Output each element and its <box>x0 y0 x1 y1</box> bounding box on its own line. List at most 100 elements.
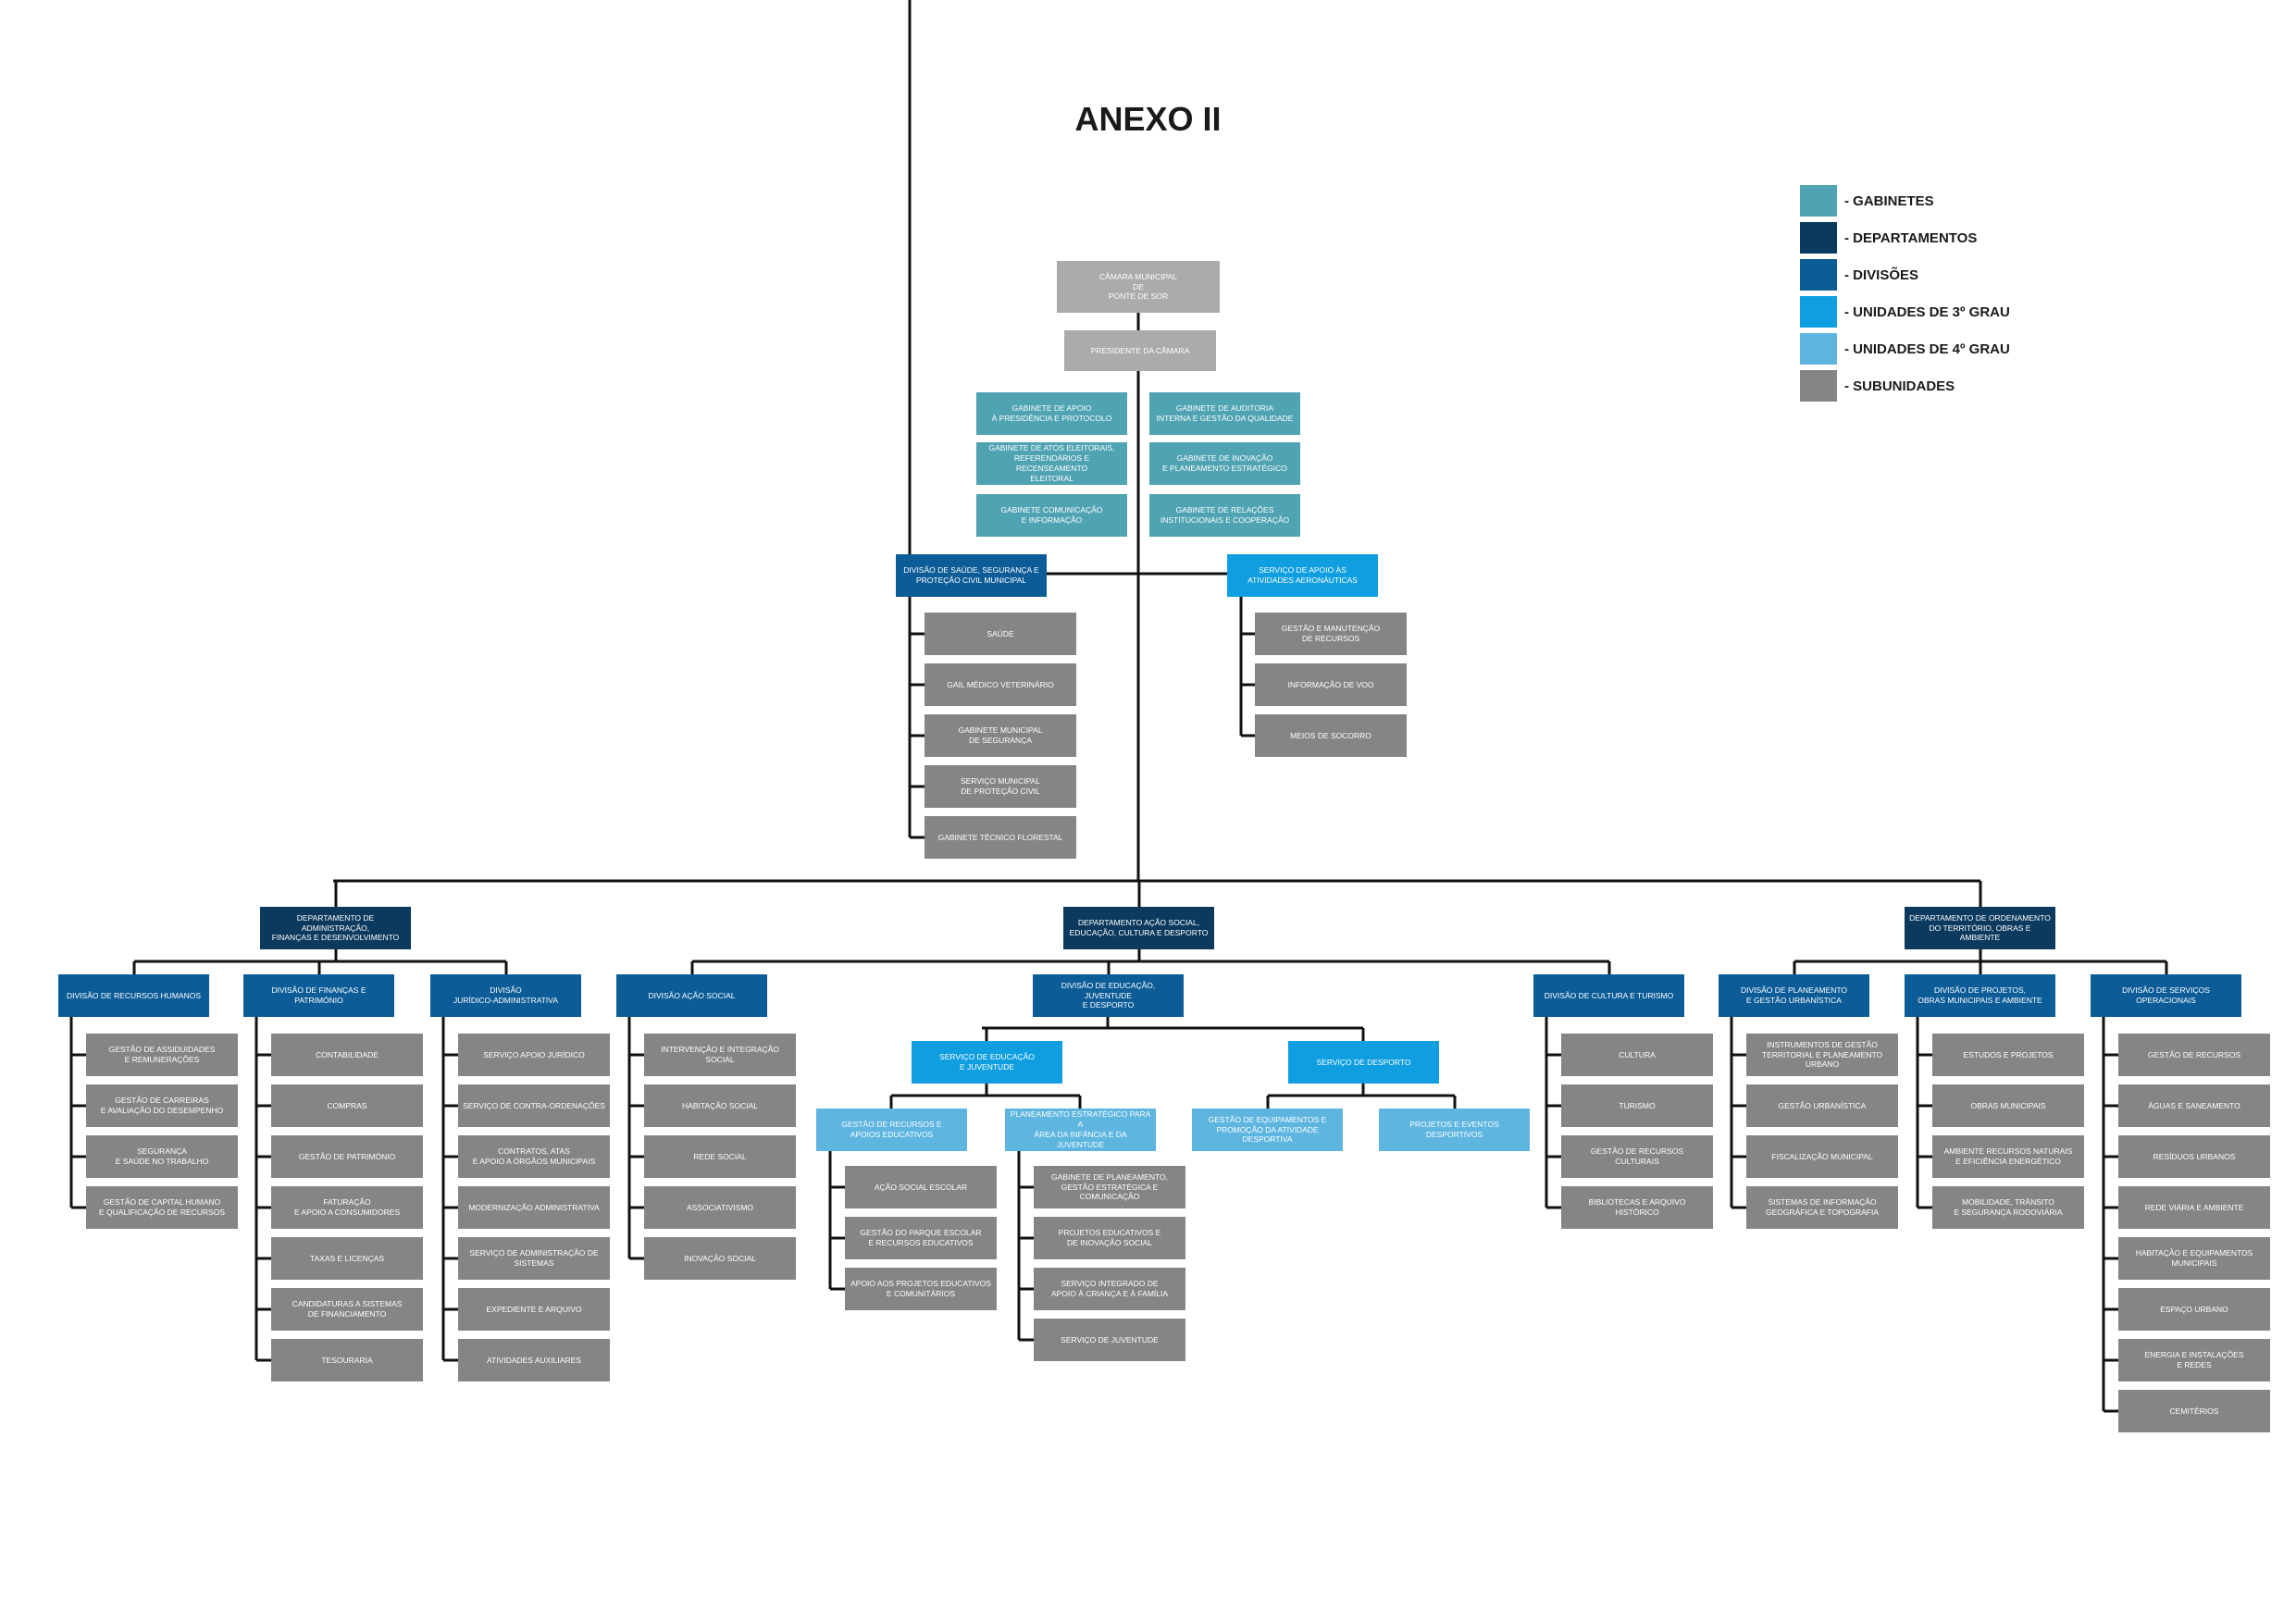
subunit-box: REDE SOCIAL <box>644 1135 796 1178</box>
subunit-box: GABINETE DE PLANEAMENTO, GESTÃO ESTRATÉG… <box>1034 1166 1185 1208</box>
legend-item: - GABINETES <box>1800 182 2010 219</box>
subunit-box: OBRAS MUNICIPAIS <box>1932 1084 2084 1127</box>
legend-label: - DEPARTAMENTOS <box>1844 229 1978 246</box>
subunit-box: FISCALIZAÇÃO MUNICIPAL <box>1746 1135 1898 1178</box>
subunit-box: GESTÃO DE ASSIDUIDADES E REMUNERAÇÕES <box>86 1034 238 1076</box>
subunit-box: AÇÃO SOCIAL ESCOLAR <box>845 1166 997 1208</box>
subunit-box: GESTÃO URBANÍSTICA <box>1746 1084 1898 1127</box>
legend-label: - UNIDADES DE 3º GRAU <box>1844 304 2010 320</box>
subunit-box: ESPAÇO URBANO <box>2118 1288 2270 1331</box>
legend: - GABINETES - DEPARTAMENTOS - DIVISÕES - UN… <box>1800 182 2010 404</box>
legend-item: - UNIDADES DE 3º GRAU <box>1800 293 2010 330</box>
division-box: DIVISÃO DE PROJETOS, OBRAS MUNICIPAIS E … <box>1905 974 2055 1017</box>
subunit-box: TURISMO <box>1561 1084 1713 1127</box>
subunit-box: GESTÃO DE CAPITAL HUMANO E QUALIFICAÇÃO … <box>86 1186 238 1229</box>
department-box: DEPARTAMENTO DE ORDENAMENTO DO TERRITÓRI… <box>1905 907 2055 949</box>
unit-3-box: SERVIÇO DE DESPORTO <box>1288 1041 1439 1084</box>
department-box: DEPARTAMENTO AÇÃO SOCIAL, EDUCAÇÃO, CULT… <box>1063 907 1214 949</box>
subunit-box: ATIVIDADES AUXILIARES <box>458 1339 610 1381</box>
subunit-box: FATURAÇÃO E APOIO A CONSUMIDORES <box>271 1186 423 1229</box>
subunit-box: GESTÃO DO PARQUE ESCOLAR E RECURSOS EDUC… <box>845 1217 997 1259</box>
subunit-box: RESÍDUOS URBANOS <box>2118 1135 2270 1178</box>
division-box: DIVISÃO DE SAÚDE, SEGURANÇA E PROTEÇÃO C… <box>896 554 1047 597</box>
subunit-box: CULTURA <box>1561 1034 1713 1076</box>
subunit-box: SERVIÇO DE ADMINISTRAÇÃO DE SISTEMAS <box>458 1237 610 1280</box>
subunit-box: CEMITÉRIOS <box>2118 1390 2270 1432</box>
division-box: DIVISÃO DE RECURSOS HUMANOS <box>58 974 209 1017</box>
subunit-box: INFORMAÇÃO DE VOO <box>1255 663 1407 706</box>
division-box: DIVISÃO DE FINANÇAS E PATRIMÓNIO <box>243 974 394 1017</box>
subunit-box: PROJETOS EDUCATIVOS E DE INOVAÇÃO SOCIAL <box>1034 1217 1185 1259</box>
subunit-box: SERVIÇO INTEGRADO DE APOIO À CRIANÇA E À… <box>1034 1268 1185 1310</box>
subunit-box: TAXAS E LICENÇAS <box>271 1237 423 1280</box>
subunit-box: GABINETE MUNICIPAL DE SEGURANÇA <box>925 714 1076 757</box>
subunit-box: CANDIDATURAS A SISTEMAS DE FINANCIAMENTO <box>271 1288 423 1331</box>
camara-municipal-box: CÂMARA MUNICIPAL DE PONTE DE SOR <box>1057 261 1220 313</box>
unit-4-box: GESTÃO DE EQUIPAMENTOS E PROMOÇÃO DA ATI… <box>1192 1109 1343 1151</box>
subunit-box: AMBIENTE RECURSOS NATURAIS E EFICIÊNCIA … <box>1932 1135 2084 1178</box>
unit-3-box: SERVIÇO DE EDUCAÇÃO E JUVENTUDE <box>912 1041 1062 1084</box>
subunit-box: SERVIÇO MUNICIPAL DE PROTEÇÃO CIVIL <box>925 765 1076 808</box>
unit-4-box: PLANEAMENTO ESTRATÉGICO PARA A ÁREA DA I… <box>1005 1109 1156 1151</box>
subunit-box: SERVIÇO DE JUVENTUDE <box>1034 1319 1185 1361</box>
legend-swatch <box>1800 185 1837 217</box>
subunit-box: GESTÃO E MANUTENÇÃO DE RECURSOS <box>1255 613 1407 655</box>
legend-swatch <box>1800 370 1837 402</box>
subunit-box: HABITAÇÃO E EQUIPAMENTOS MUNICIPAIS <box>2118 1237 2270 1280</box>
subunit-box: MOBILIDADE, TRÂNSITO E SEGURANÇA RODOVIÁ… <box>1932 1186 2084 1229</box>
subunit-box: ENERGIA E INSTALAÇÕES E REDES <box>2118 1339 2270 1381</box>
unit-4-box: PROJETOS E EVENTOS DESPORTIVOS <box>1379 1109 1530 1151</box>
legend-label: - GABINETES <box>1844 192 1934 209</box>
subunit-box: BIBLIOTECAS E ARQUIVO HISTÓRICO <box>1561 1186 1713 1229</box>
subunit-box: COMPRAS <box>271 1084 423 1127</box>
subunit-box: APOIO AOS PROJETOS EDUCATIVOS E COMUNITÁ… <box>845 1268 997 1310</box>
legend-label: - UNIDADES DE 4º GRAU <box>1844 341 2010 357</box>
division-box: DIVISÃO AÇÃO SOCIAL <box>616 974 767 1017</box>
division-box: DIVISÃO JURÍDICO-ADMINISTRATIVA <box>430 974 581 1017</box>
legend-swatch <box>1800 222 1837 254</box>
subunit-box: ESTUDOS E PROJETOS <box>1932 1034 2084 1076</box>
subunit-box: GABINETE TÉCNICO FLORESTAL <box>925 816 1076 859</box>
subunit-box: GESTÃO DE PATRIMÓNIO <box>271 1135 423 1178</box>
subunit-box: HABITAÇÃO SOCIAL <box>644 1084 796 1127</box>
subunit-box: GESTÃO DE CARREIRAS E AVALIAÇÃO DO DESEM… <box>86 1084 238 1127</box>
subunit-box: CONTRATOS, ATAS E APOIO A ÓRGÃOS MUNICIP… <box>458 1135 610 1178</box>
gabinete-box: GABINETE DE RELAÇÕES INSTITUCIONAIS E CO… <box>1149 494 1300 537</box>
presidente-box: PRESIDENTE DA CÂMARA <box>1064 330 1216 371</box>
legend-item: - UNIDADES DE 4º GRAU <box>1800 330 2010 367</box>
unit-3-box: SERVIÇO DE APOIO ÀS ATIVIDADES AERONÁUTI… <box>1227 554 1378 597</box>
page-title: ANEXO II <box>1074 100 1222 138</box>
gabinete-box: GABINETE DE ATOS ELEITORAIS, REFERENDÁRI… <box>976 442 1127 485</box>
gabinete-box: GABINETE COMUNICAÇÃO E INFORMAÇÃO <box>976 494 1127 537</box>
subunit-box: GESTÃO DE RECURSOS <box>2118 1034 2270 1076</box>
subunit-box: SISTEMAS DE INFORMAÇÃO GEOGRÁFICA E TOPO… <box>1746 1186 1898 1229</box>
subunit-box: INOVAÇÃO SOCIAL <box>644 1237 796 1280</box>
subunit-box: SAÚDE <box>925 613 1076 655</box>
legend-item: - SUBUNIDADES <box>1800 367 2010 404</box>
division-box: DIVISÃO DE PLANEAMENTO E GESTÃO URBANÍST… <box>1719 974 1869 1017</box>
subunit-box: INTERVENÇÃO E INTEGRAÇÃO SOCIAL <box>644 1034 796 1076</box>
unit-4-box: GESTÃO DE RECURSOS E APOIOS EDUCATIVOS <box>816 1109 967 1151</box>
division-box: DIVISÃO DE CULTURA E TURISMO <box>1533 974 1684 1017</box>
gabinete-box: GABINETE DE AUDITORIA INTERNA E GESTÃO D… <box>1149 392 1300 435</box>
subunit-box: MODERNIZAÇÃO ADMINISTRATIVA <box>458 1186 610 1229</box>
subunit-box: ASSOCIATIVISMO <box>644 1186 796 1229</box>
gabinete-box: GABINETE DE INOVAÇÃO E PLANEAMENTO ESTRA… <box>1149 442 1300 485</box>
legend-swatch <box>1800 259 1837 291</box>
subunit-box: SERVIÇO DE CONTRA-ORDENAÇÕES <box>458 1084 610 1127</box>
division-box: DIVISÃO DE EDUCAÇÃO, JUVENTUDE E DESPORT… <box>1033 974 1184 1017</box>
subunit-box: MEIOS DE SOCORRO <box>1255 714 1407 757</box>
legend-label: - SUBUNIDADES <box>1844 378 1955 394</box>
subunit-box: SEGURANÇA E SAÚDE NO TRABALHO <box>86 1135 238 1178</box>
subunit-box: REDE VIÁRIA E AMBIENTE <box>2118 1186 2270 1229</box>
department-box: DEPARTAMENTO DE ADMINISTRAÇÃO, FINANÇAS … <box>260 907 411 949</box>
subunit-box: GESTÃO DE RECURSOS CULTURAIS <box>1561 1135 1713 1178</box>
subunit-box: SERVIÇO APOIO JURÍDICO <box>458 1034 610 1076</box>
subunit-box: INSTRUMENTOS DE GESTÃO TERRITORIAL E PLA… <box>1746 1034 1898 1076</box>
legend-label: - DIVISÕES <box>1844 266 1919 283</box>
division-box: DIVISÃO DE SERVIÇOS OPERACIONAIS <box>2091 974 2241 1017</box>
subunit-box: ÁGUAS E SANEAMENTO <box>2118 1084 2270 1127</box>
legend-item: - DEPARTAMENTOS <box>1800 219 2010 256</box>
subunit-box: CONTABILIDADE <box>271 1034 423 1076</box>
